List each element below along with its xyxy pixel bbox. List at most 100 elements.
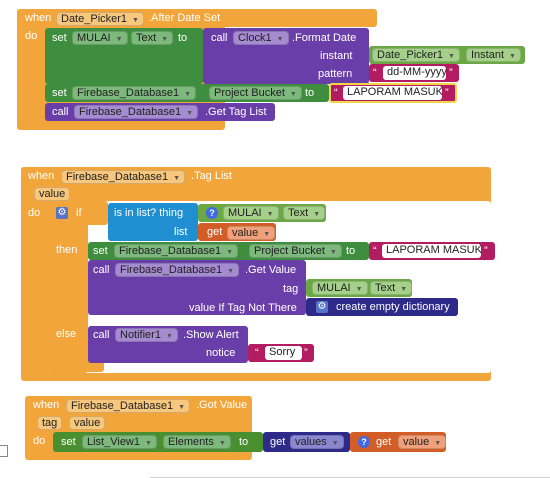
chevron-down-icon: ▼ — [313, 211, 321, 218]
to-label: to — [305, 87, 315, 99]
bucket-text-value[interactable]: LAPORAM MASUK — [382, 244, 482, 258]
chevron-down-icon: ▼ — [266, 211, 274, 218]
values-var-dropdown[interactable]: values▼ — [290, 435, 344, 449]
event-name: .Tag List — [191, 170, 232, 182]
event-name: .After Date Set — [148, 12, 221, 24]
create-empty-dictionary-block[interactable] — [306, 298, 458, 316]
is-in-list-block[interactable] — [108, 203, 198, 241]
pattern-text-value[interactable]: dd-MM-yyyy — [383, 66, 447, 80]
gear-icon[interactable]: ⚙ — [56, 207, 68, 219]
chevron-down-icon: ▼ — [186, 110, 194, 117]
set-label: set — [61, 436, 76, 448]
call-label: call — [93, 329, 110, 341]
set-label: set — [52, 32, 67, 44]
chevron-down-icon: ▼ — [329, 249, 337, 256]
do-label: do — [28, 207, 41, 219]
chevron-down-icon: ▼ — [227, 268, 235, 275]
if-not-there-label: value If Tag Not There — [189, 302, 297, 314]
gear-icon[interactable]: ⚙ — [316, 301, 328, 313]
text-prop-dropdown[interactable]: Text▼ — [131, 31, 174, 45]
project-bucket-dropdown[interactable]: Project Bucket▼ — [249, 244, 342, 258]
when-label: when — [25, 12, 52, 24]
quote-open: “ — [255, 347, 259, 359]
chevron-down-icon: ▼ — [132, 17, 139, 24]
bucket-text-value[interactable]: LAPORAM MASUK — [343, 86, 443, 100]
call-label: call — [93, 264, 110, 276]
if-else-block[interactable] — [48, 201, 88, 373]
get-value-method: .Get Value — [245, 264, 297, 276]
mulai-dropdown[interactable]: MULAI▼ — [223, 206, 279, 220]
quote-close: ” — [445, 87, 449, 99]
create-dict-label: create empty dictionary — [336, 301, 450, 313]
list-label: list — [174, 226, 188, 238]
chevron-down-icon: ▼ — [178, 404, 186, 411]
date-picker-dropdown[interactable]: Date_Picker1▼ — [56, 12, 144, 26]
list-view-dropdown[interactable]: List_View1▼ — [82, 435, 157, 449]
notifier-dropdown[interactable]: Notifier1▼ — [115, 328, 178, 342]
to-label: to — [346, 245, 356, 257]
text-prop-dropdown[interactable]: Text▼ — [370, 281, 413, 295]
then-label: then — [56, 244, 78, 256]
quote-open: “ — [373, 245, 377, 257]
instant-label: instant — [320, 50, 353, 62]
chevron-down-icon: ▼ — [448, 53, 455, 60]
pattern-label: pattern — [318, 68, 353, 80]
chevron-down-icon: ▼ — [289, 91, 297, 98]
chevron-down-icon: ▼ — [276, 36, 284, 43]
set-label: set — [93, 245, 108, 257]
chevron-down-icon: ▼ — [145, 440, 152, 447]
firebase-dropdown[interactable]: Firebase_Database1▼ — [114, 244, 239, 258]
chevron-down-icon: ▼ — [218, 440, 226, 447]
firebase-dropdown[interactable]: Firebase_Database1▼ — [115, 263, 240, 277]
do-label: do — [33, 435, 46, 447]
when-label: when — [33, 399, 60, 411]
clock-dropdown[interactable]: Clock1▼ — [233, 31, 289, 45]
to-label: to — [239, 436, 249, 448]
text-prop-dropdown[interactable]: Text▼ — [283, 206, 326, 220]
notice-text-value[interactable]: Sorry — [265, 346, 302, 360]
quote-open: “ — [373, 67, 377, 79]
mulai-dropdown[interactable]: MULAI▼ — [72, 31, 128, 45]
to-label: to — [178, 32, 188, 44]
firebase-dropdown[interactable]: Firebase_Database1▼ — [61, 170, 186, 184]
workspace-checkbox[interactable] — [0, 445, 8, 457]
quote-close: ” — [304, 347, 308, 359]
mulai-dropdown[interactable]: MULAI▼ — [312, 281, 368, 295]
help-icon[interactable]: ? — [206, 207, 218, 219]
quote-close: ” — [484, 245, 488, 257]
firebase-dropdown[interactable]: Firebase_Database1▼ — [72, 86, 197, 100]
param-tag: tag — [37, 416, 63, 430]
instant-prop-dropdown[interactable]: Instant▼ — [466, 48, 521, 62]
firebase-dropdown[interactable]: Firebase_Database1▼ — [66, 399, 191, 413]
if-label: if — [76, 207, 82, 219]
chevron-down-icon: ▼ — [355, 286, 363, 293]
get-label: get — [270, 436, 286, 448]
else-label: else — [56, 328, 77, 340]
chevron-down-icon: ▼ — [226, 249, 234, 256]
help-icon[interactable]: ? — [358, 436, 370, 448]
set-label: set — [52, 87, 67, 99]
chevron-down-icon: ▼ — [331, 440, 339, 447]
firebase-dropdown[interactable]: Firebase_Database1▼ — [74, 105, 199, 119]
value-var-dropdown[interactable]: value▼ — [227, 226, 276, 240]
format-date-method: .Format Date — [292, 32, 357, 44]
param-value: value — [34, 187, 71, 201]
quote-close: ” — [449, 67, 453, 79]
show-alert-method: .Show Alert — [183, 329, 239, 341]
chevron-down-icon: ▼ — [115, 36, 123, 43]
when-label: when — [28, 170, 55, 182]
notice-label: notice — [206, 347, 236, 359]
value-var-dropdown[interactable]: value▼ — [398, 435, 447, 449]
quote-open: “ — [334, 87, 338, 99]
chevron-down-icon: ▼ — [173, 175, 181, 182]
instant-comp-dropdown[interactable]: Date_Picker1▼ — [372, 48, 460, 62]
project-bucket-dropdown[interactable]: Project Bucket▼ — [209, 86, 302, 100]
chevron-down-icon: ▼ — [509, 53, 516, 60]
chevron-down-icon: ▼ — [165, 333, 173, 340]
elements-prop-dropdown[interactable]: Elements▼ — [163, 435, 231, 449]
event-name: .Got Value — [196, 399, 248, 411]
tag-label: tag — [283, 283, 299, 295]
call-label: call — [52, 106, 69, 118]
get-tag-list-method: .Get Tag List — [205, 106, 267, 118]
chevron-down-icon: ▼ — [263, 231, 271, 238]
